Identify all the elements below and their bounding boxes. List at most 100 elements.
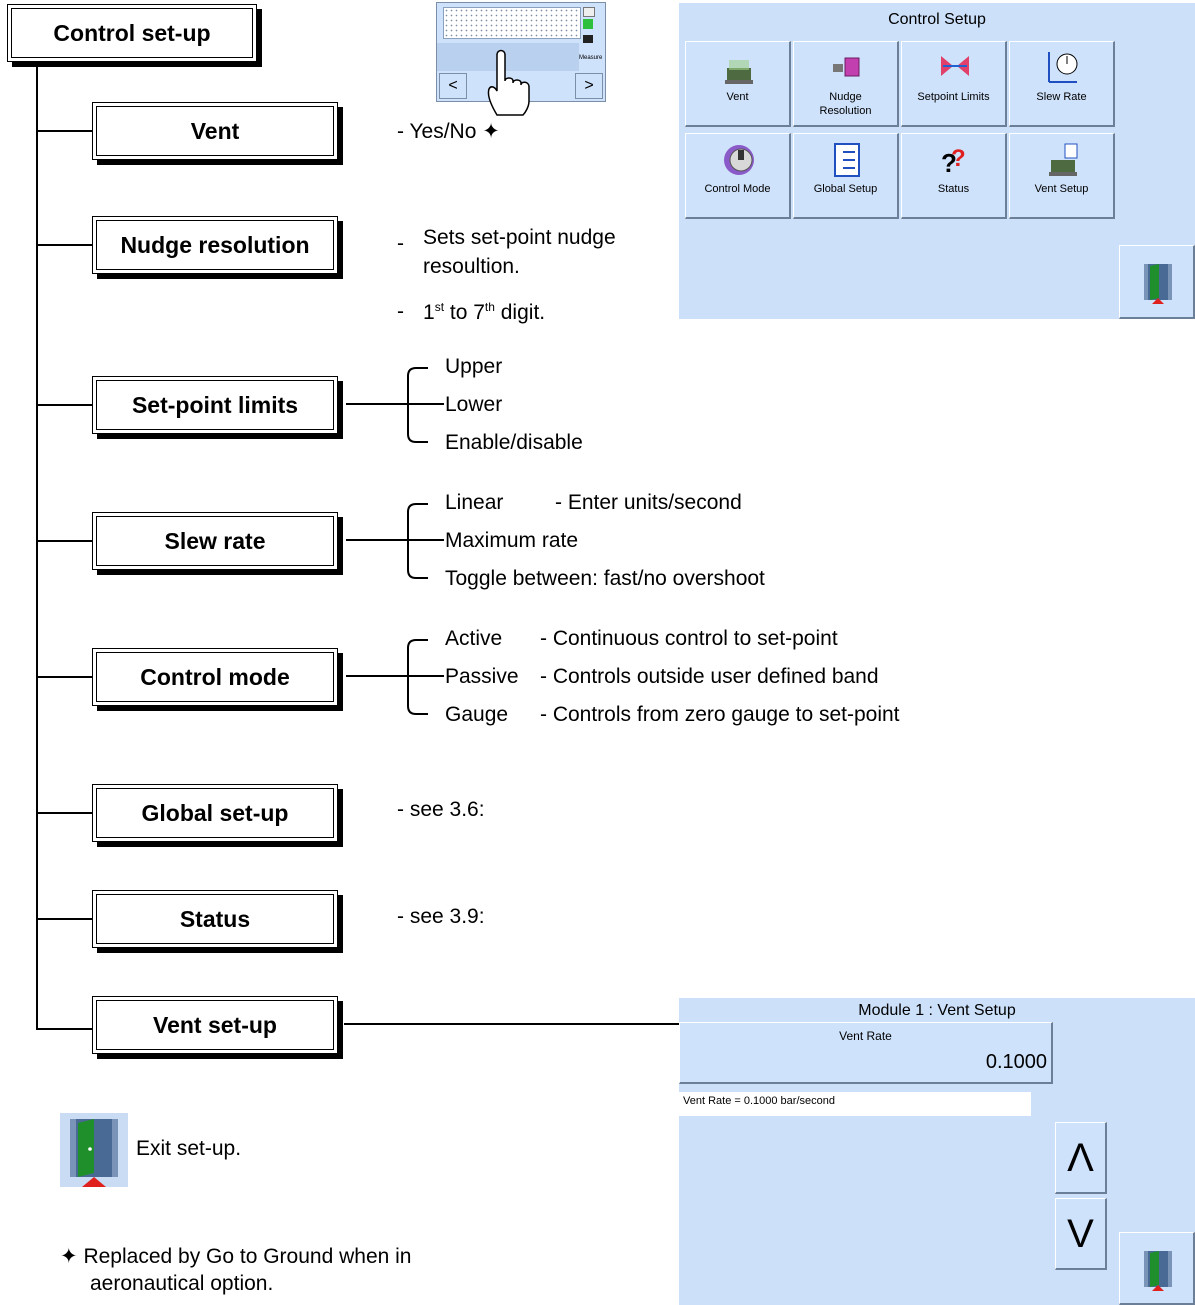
exit-text: Exit set-up.	[136, 1137, 242, 1160]
root-label: Control set-up	[53, 19, 211, 46]
vent-setup-tile[interactable]: Vent Setup	[1009, 133, 1115, 219]
connector	[36, 244, 93, 246]
mode-item-name: Gauge	[445, 703, 509, 726]
nudge-resolution-tile[interactable]: Nudge Resolution	[793, 41, 899, 127]
slew-rate-tile[interactable]: Slew Rate	[1009, 41, 1115, 127]
setpoint-upper: Upper	[445, 355, 503, 378]
control-mode-tile[interactable]: Control Mode	[685, 133, 791, 219]
control-mode-brace	[346, 639, 444, 715]
mode-item-desc: - Controls outside user defined band	[540, 665, 879, 688]
status-bar: Vent Rate = 0.1000 bar/second	[679, 1092, 1031, 1116]
tile-label: Control Mode	[704, 183, 771, 195]
global-note: - see 3.6:	[397, 798, 485, 821]
slew-item-name: Toggle between: fast/no overshoot	[445, 567, 765, 590]
connector	[36, 676, 93, 678]
menu-box-status: Status	[92, 890, 338, 948]
menu-label: Status	[179, 905, 251, 932]
connector	[36, 812, 93, 814]
menu-box-setpoint-limits: Set-point limits	[92, 376, 338, 434]
touchscreen-thumbnail: Measure < >	[436, 2, 606, 116]
diamond-star-icon: ✦	[60, 1245, 78, 1268]
vent-icon	[725, 60, 753, 84]
tile-label: Slew Rate	[1036, 91, 1087, 103]
tile-label: Setpoint Limits	[917, 91, 990, 103]
exit-button[interactable]	[1119, 1232, 1195, 1305]
keypad-area	[443, 7, 581, 39]
up-arrow-icon: Λ	[1067, 1136, 1094, 1180]
small-icon	[583, 7, 595, 17]
global-setup-icon	[834, 143, 860, 177]
menu-label: Nudge resolution	[120, 231, 310, 258]
root-box: Control set-up	[7, 4, 257, 62]
exit-door-icon	[1144, 1251, 1172, 1291]
menu-label: Slew rate	[164, 527, 266, 554]
nudge-note-line2: resoultion.	[423, 255, 520, 278]
setpoint-limits-tile[interactable]: Setpoint Limits	[901, 41, 1007, 127]
connector	[36, 404, 93, 406]
exit-door-icon	[1144, 264, 1172, 304]
vent-note: - Yes/No ✦	[397, 120, 500, 143]
menu-label: Control mode	[140, 663, 290, 690]
thumb-band	[437, 43, 579, 71]
down-button[interactable]: V	[1055, 1198, 1107, 1270]
vent-tile[interactable]: Vent	[685, 41, 791, 127]
menu-label: Vent set-up	[153, 1011, 277, 1038]
control-setup-panel: Control Setup Vent Nudge Resolution Setp…	[679, 3, 1195, 319]
footnote-line2: aeronautical option.	[90, 1272, 274, 1295]
menu-box-slew-rate: Slew rate	[92, 512, 338, 570]
menu-box-vent: Vent	[92, 102, 338, 160]
svg-text:?: ?	[951, 145, 966, 172]
mode-item-name: Active	[445, 627, 503, 650]
mode-item-desc: - Controls from zero gauge to set-point	[540, 703, 900, 726]
status-icon: ??	[941, 145, 966, 178]
prev-button[interactable]: <	[439, 73, 467, 99]
slew-rate-icon	[1048, 52, 1078, 83]
svg-text:?: ?	[941, 148, 957, 178]
status-tile[interactable]: ?? Status	[901, 133, 1007, 219]
mode-item-name: Passive	[445, 665, 519, 688]
nudge-digit-note: 1st to 7th digit.	[423, 300, 546, 324]
vent-setup-icon	[1049, 143, 1078, 176]
menu-box-control-mode: Control mode	[92, 648, 338, 706]
up-button[interactable]: Λ	[1055, 1122, 1107, 1194]
diamond-star-icon: ✦	[482, 120, 500, 143]
menu-label: Set-point limits	[131, 391, 299, 418]
tile-label: Status	[937, 183, 970, 195]
setpoint-enable: Enable/disable	[445, 431, 583, 454]
panel-title: Control Setup	[888, 11, 986, 28]
field-value: 0.1000	[985, 1051, 1047, 1073]
mode-item-desc: - Continuous control to set-point	[540, 627, 838, 650]
setpoint-limits-icon	[941, 56, 969, 76]
connector	[36, 1028, 93, 1030]
small-dark-icon	[583, 35, 593, 43]
vent-rate-field[interactable]: Vent Rate 0.1000	[679, 1022, 1053, 1084]
panel-title: Module 1 : Vent Setup	[858, 1002, 1016, 1019]
menu-box-global-setup: Global set-up	[92, 784, 338, 842]
tile-label: Vent	[726, 91, 749, 103]
nudge-dash-1: -	[397, 232, 404, 255]
tile-label: Nudge Resolution	[819, 91, 872, 117]
status-note: - see 3.9:	[397, 905, 485, 928]
slew-item-desc: - Enter units/second	[555, 491, 742, 514]
connector	[36, 918, 93, 920]
connector	[36, 540, 93, 542]
nudge-icon	[833, 57, 860, 77]
nudge-note-line1: Sets set-point nudge	[423, 226, 616, 249]
menu-label: Vent	[190, 117, 240, 144]
vent-setup-panel: Module 1 : Vent Setup Vent Rate 0.1000 V…	[679, 998, 1195, 1305]
touch-hand-icon	[487, 49, 530, 116]
nudge-dash-2: -	[397, 300, 404, 323]
slew-item-name: Linear	[445, 491, 504, 514]
setpoint-lower: Lower	[445, 393, 503, 416]
menu-label: Global set-up	[141, 799, 289, 826]
setpoint-limits-brace	[346, 367, 444, 443]
exit-button[interactable]	[1119, 245, 1195, 319]
measure-label: Measure	[579, 55, 603, 61]
next-button[interactable]: >	[575, 73, 603, 99]
global-setup-tile[interactable]: Global Setup	[793, 133, 899, 219]
field-label: Vent Rate	[839, 1029, 892, 1043]
exit-door-icon	[60, 1113, 128, 1187]
control-mode-icon	[724, 145, 754, 175]
tile-label: Vent Setup	[1034, 183, 1089, 195]
footnote-line1: ✦ Replaced by Go to Ground when in	[60, 1245, 412, 1268]
